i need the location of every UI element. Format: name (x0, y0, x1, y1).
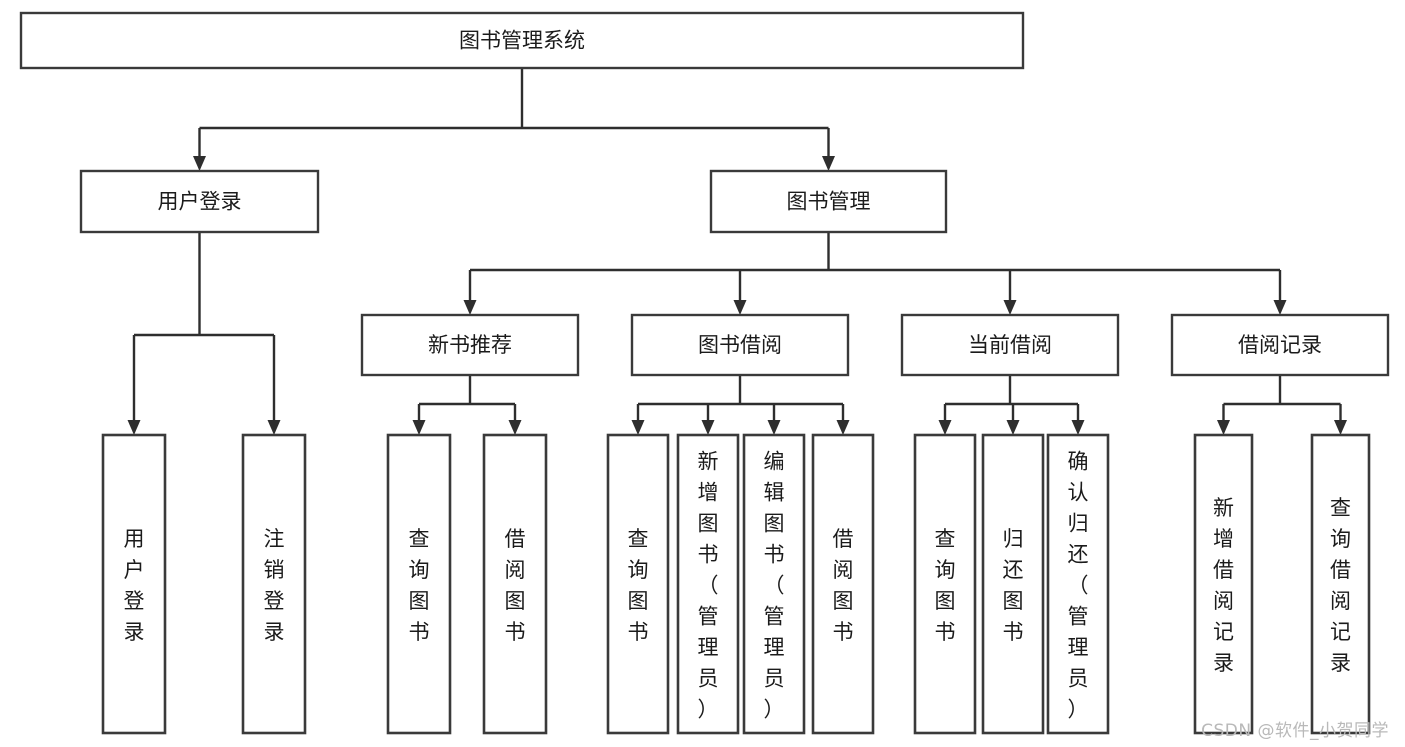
node-label: 确认归还（管理员） (1068, 450, 1089, 722)
node-box (1193, 433, 1254, 735)
node-label: 用户登录 (124, 527, 145, 644)
arrow-head-icon (1334, 420, 1347, 435)
arrow-head-icon (1006, 420, 1020, 435)
node-box (742, 433, 806, 735)
arrow-head-icon (701, 420, 715, 435)
node-box (913, 433, 977, 735)
node-current-borrow[interactable]: 当前借阅 (900, 313, 1120, 377)
node-box (386, 433, 452, 735)
arrow-head-icon (193, 156, 206, 171)
node-leaf-query-book-recommend[interactable]: 查询图书 (386, 433, 452, 735)
node-label: 查询借阅记录 (1330, 496, 1351, 675)
node-leaf-add-book[interactable]: 新增图书（管理员） (676, 433, 740, 735)
connector-group-borrow-record (1217, 375, 1347, 435)
connector-group-current-borrow (938, 375, 1085, 435)
node-label: 新书推荐 (428, 333, 512, 357)
node-box (981, 433, 1045, 735)
node-book-manage[interactable]: 图书管理 (709, 169, 948, 234)
node-label: 查询图书 (628, 527, 649, 644)
arrow-head-icon (767, 420, 781, 435)
node-leaf-user-login[interactable]: 用户登录 (101, 433, 167, 735)
node-label: 图书管理系统 (459, 29, 585, 53)
node-box (811, 433, 875, 735)
node-label: 图书管理 (787, 190, 871, 214)
node-leaf-borrow-book-recommend[interactable]: 借阅图书 (482, 433, 548, 735)
arrow-head-icon (1071, 420, 1085, 435)
arrow-head-icon (938, 420, 952, 435)
node-box (1170, 313, 1390, 377)
arrow-head-icon (508, 420, 522, 435)
node-leaf-query-book-current[interactable]: 查询图书 (913, 433, 977, 735)
arrow-head-icon (1003, 300, 1017, 315)
node-box (360, 313, 580, 377)
arrow-head-icon (836, 420, 850, 435)
node-leaf-edit-book[interactable]: 编辑图书（管理员） (742, 433, 806, 735)
arrow-head-icon (822, 156, 835, 171)
node-label: 图书借阅 (698, 333, 782, 357)
node-book-borrow[interactable]: 图书借阅 (630, 313, 850, 377)
node-label: 借阅记录 (1238, 333, 1322, 357)
arrow-head-icon (1273, 300, 1287, 315)
node-box (1046, 433, 1110, 735)
arrow-head-icon (1217, 420, 1230, 435)
node-box (79, 169, 320, 234)
node-label: 归还图书 (1003, 527, 1024, 644)
node-leaf-return-book[interactable]: 归还图书 (981, 433, 1045, 735)
node-label: 借阅图书 (833, 527, 854, 644)
node-box (606, 433, 670, 735)
connector-group-user-login (127, 232, 281, 435)
node-box (101, 433, 167, 735)
arrow-head-icon (463, 300, 477, 315)
node-box (482, 433, 548, 735)
node-leaf-confirm-return[interactable]: 确认归还（管理员） (1046, 433, 1110, 735)
node-label: 查询图书 (935, 527, 956, 644)
connector-group-book-manage (463, 232, 1287, 315)
node-leaf-query-book-borrow[interactable]: 查询图书 (606, 433, 670, 735)
node-label: 注销登录 (264, 527, 285, 644)
node-label: 新增图书（管理员） (698, 450, 719, 722)
node-box (676, 433, 740, 735)
node-box (709, 169, 948, 234)
node-borrow-record[interactable]: 借阅记录 (1170, 313, 1390, 377)
arrow-head-icon (733, 300, 747, 315)
node-box (900, 313, 1120, 377)
node-box (1310, 433, 1371, 735)
arrow-head-icon (127, 420, 141, 435)
arrow-head-icon (267, 420, 281, 435)
node-user-login[interactable]: 用户登录 (79, 169, 320, 234)
arrow-head-icon (412, 420, 426, 435)
watermark-csdn: CSDN @软件_小贺同学 (1201, 721, 1389, 741)
node-label: 用户登录 (158, 190, 242, 214)
node-leaf-query-borrow-record[interactable]: 查询借阅记录 (1310, 433, 1371, 735)
node-box (19, 11, 1025, 70)
arrow-head-icon (631, 420, 645, 435)
connector-group-new-book-recommend (412, 375, 522, 435)
node-new-book-recommend[interactable]: 新书推荐 (360, 313, 580, 377)
node-root[interactable]: 图书管理系统 (19, 11, 1025, 70)
node-label: 借阅图书 (505, 527, 526, 644)
node-label: 查询图书 (409, 527, 430, 644)
node-label: 当前借阅 (968, 333, 1052, 357)
node-leaf-add-borrow-record[interactable]: 新增借阅记录 (1193, 433, 1254, 735)
connector-layer (127, 68, 1347, 435)
node-leaf-user-logout[interactable]: 注销登录 (241, 433, 307, 735)
node-label: 新增借阅记录 (1213, 496, 1234, 675)
node-box (241, 433, 307, 735)
connector-group-root (193, 68, 835, 171)
node-label: 编辑图书（管理员） (764, 450, 785, 722)
connector-group-book-borrow (631, 375, 850, 435)
node-leaf-borrow-book[interactable]: 借阅图书 (811, 433, 875, 735)
node-box (630, 313, 850, 377)
